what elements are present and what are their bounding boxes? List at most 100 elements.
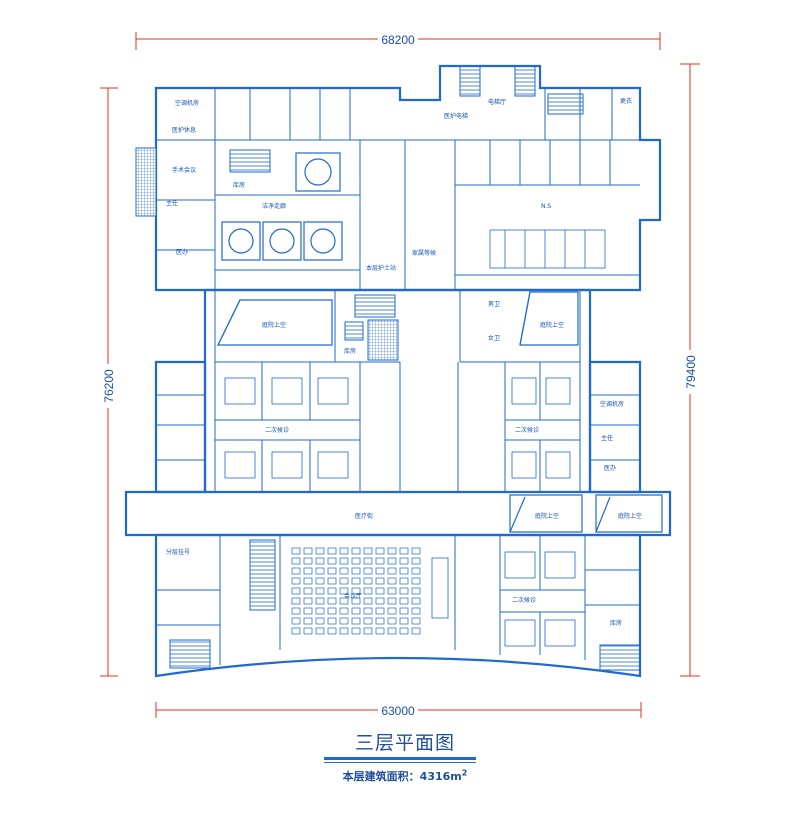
room-label: 医办 — [176, 248, 188, 256]
seat — [363, 567, 373, 575]
seat — [387, 617, 397, 625]
seat — [363, 597, 373, 605]
room-label: 电梯厅 — [488, 98, 506, 106]
seat — [411, 557, 421, 565]
seat — [351, 617, 361, 625]
room-label: 家属等候 — [412, 249, 436, 257]
seat — [399, 607, 409, 615]
seat — [387, 627, 397, 635]
seat — [363, 627, 373, 635]
seat — [375, 627, 385, 635]
seat — [411, 607, 421, 615]
seat — [303, 567, 313, 575]
hatch-area-west — [135, 147, 157, 217]
seat — [411, 597, 421, 605]
seat — [315, 557, 325, 565]
area-line: 本层建筑面积：4316m2 — [0, 768, 810, 784]
seat — [363, 557, 373, 565]
room-label: 医疗街 — [355, 512, 373, 520]
seat — [303, 627, 313, 635]
seat — [387, 587, 397, 595]
hatch-area-center — [367, 319, 399, 361]
auditorium-seating — [431, 557, 449, 619]
seat — [411, 587, 421, 595]
area-label: 本层建筑面积： — [342, 770, 420, 783]
room-label: 二次候诊 — [512, 596, 536, 604]
seat — [375, 597, 385, 605]
room-label: 医护休息 — [172, 126, 196, 134]
seat — [291, 627, 301, 635]
room-label: 医办 — [604, 464, 616, 472]
seat — [399, 587, 409, 595]
room-label: 二次候诊 — [265, 426, 289, 434]
seat — [363, 587, 373, 595]
room-label: N.S — [541, 203, 551, 210]
seat — [291, 557, 301, 565]
title-underline — [324, 757, 476, 760]
seat — [315, 577, 325, 585]
room-label: 空调机房 — [175, 99, 199, 107]
seat — [327, 547, 337, 555]
seat — [327, 627, 337, 635]
seat — [411, 617, 421, 625]
building-walls — [124, 64, 672, 678]
seat — [327, 567, 337, 575]
dim-top-text: 68200 — [381, 33, 415, 47]
seat — [315, 587, 325, 595]
seat — [387, 597, 397, 605]
room-label: 主任 — [601, 434, 613, 442]
seat — [375, 587, 385, 595]
seat — [339, 557, 349, 565]
seat — [399, 627, 409, 635]
room-label: 库房 — [610, 619, 622, 627]
seat — [399, 547, 409, 555]
room-labels: 空调机房 医护休息 手术会议 主任 医办 洁净走廊 库房 电梯厅 医护电梯 N.… — [166, 97, 642, 627]
room-label: 二次候诊 — [515, 426, 539, 434]
seat — [363, 607, 373, 615]
room-label: 会议厅 — [344, 592, 362, 600]
seat — [399, 597, 409, 605]
room-label: 空调机房 — [600, 400, 624, 408]
seat — [351, 607, 361, 615]
room-label: 庭院上空 — [618, 512, 642, 520]
seat — [387, 577, 397, 585]
title-underline-thin — [324, 762, 476, 763]
seat — [339, 607, 349, 615]
seat — [291, 617, 301, 625]
seat — [291, 587, 301, 595]
seat — [411, 567, 421, 575]
seat — [291, 567, 301, 575]
seat — [339, 567, 349, 575]
seat — [411, 547, 421, 555]
room-label: 庭院上空 — [535, 512, 559, 520]
seat — [375, 567, 385, 575]
seat — [339, 577, 349, 585]
seat — [411, 577, 421, 585]
inner-walls — [156, 88, 640, 665]
seat — [303, 607, 313, 615]
dim-right-text: 79400 — [684, 355, 698, 389]
room-label: 手术会议 — [172, 166, 196, 174]
seat — [351, 587, 361, 595]
stairs-elevators — [169, 65, 641, 671]
seat — [327, 597, 337, 605]
seat — [339, 597, 349, 605]
room-label: 库房 — [233, 181, 245, 189]
room-label: 男卫 — [488, 301, 500, 308]
seat — [351, 547, 361, 555]
seat — [375, 617, 385, 625]
seat — [303, 557, 313, 565]
seat — [315, 607, 325, 615]
seat — [375, 557, 385, 565]
operating-rooms — [221, 152, 343, 261]
seat — [399, 617, 409, 625]
room-label: 本层护士站 — [366, 264, 396, 272]
seat — [351, 577, 361, 585]
seat — [399, 567, 409, 575]
seat — [339, 617, 349, 625]
seat — [303, 577, 313, 585]
area-value: 4316m — [419, 770, 462, 783]
seat — [327, 607, 337, 615]
seat — [387, 547, 397, 555]
